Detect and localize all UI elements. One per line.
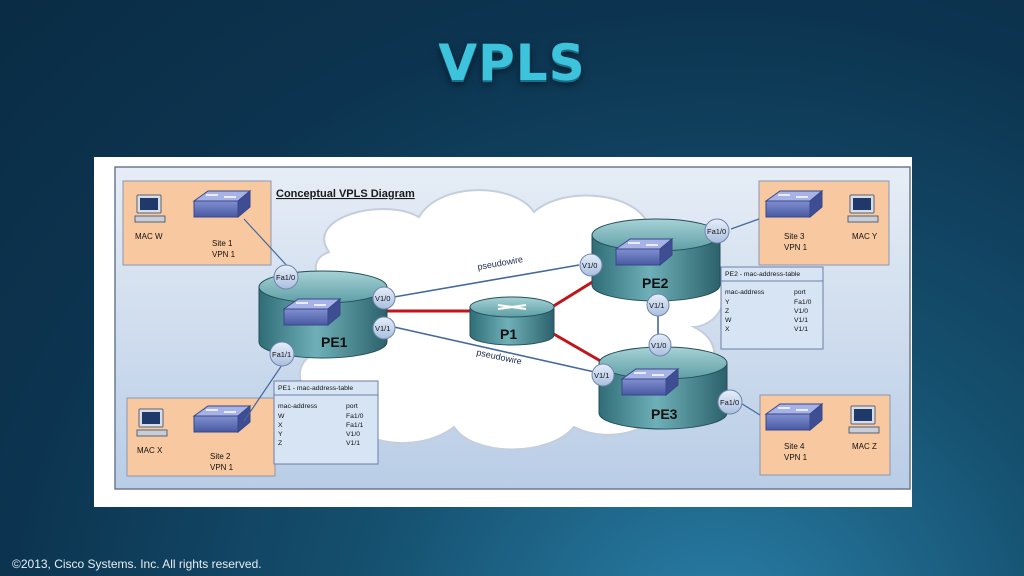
site-3-box: Site 3 VPN 1 MAC Y [758, 180, 890, 266]
pe1-table-col2: port [346, 403, 358, 410]
switch-icon [193, 190, 251, 218]
table-cell: Z [725, 308, 729, 315]
site-2-mac: MAC X [137, 446, 163, 455]
svg-text:V1/0: V1/0 [651, 341, 666, 350]
pe1-label: PE1 [321, 334, 348, 350]
site-3-vpn: VPN 1 [784, 243, 808, 252]
table-cell: Fa1/1 [346, 422, 364, 429]
svg-text:V1/1: V1/1 [594, 371, 609, 380]
port-pe3-v11: V1/1 [591, 363, 615, 387]
switch-icon [615, 238, 673, 266]
pc-icon [136, 408, 168, 437]
vpls-diagram: Conceptual VPLS Diagram MAC W Site 1 VPN… [94, 157, 912, 507]
table-cell: W [278, 413, 285, 420]
table-cell: Fa1/0 [346, 413, 364, 420]
site-4-mac: MAC Z [852, 442, 877, 451]
pe2-table-title: PE2 - mac-address-table [725, 271, 800, 278]
pe3-label: PE3 [651, 406, 678, 422]
pe2-table-col1: mac-address [725, 289, 765, 296]
svg-text:Fa1/0: Fa1/0 [720, 398, 739, 407]
pe1-table-col1: mac-address [278, 403, 318, 410]
switch-icon [283, 298, 341, 326]
site-2-box: MAC X Site 2 VPN 1 [126, 397, 276, 477]
port-pe2-v10: V1/0 [579, 253, 603, 277]
ports: Fa1/0 Fa1/1 V1/0 V1/1 Fa1/0 V1/0 V1/1 V [269, 218, 743, 415]
vpls-diagram-canvas: Conceptual VPLS Diagram MAC W Site 1 VPN… [114, 166, 911, 490]
pe2-table-col2: port [794, 289, 806, 296]
site-1-name: Site 1 [212, 239, 233, 248]
pc-icon [848, 405, 880, 434]
site-3-name: Site 3 [784, 232, 805, 241]
port-pe2-fa10: Fa1/0 [704, 218, 730, 244]
access-links [243, 218, 761, 422]
port-pe1-fa11: Fa1/1 [269, 341, 295, 367]
switch-icon [765, 190, 823, 218]
port-pe1-v10: V1/0 [372, 286, 396, 310]
svg-text:Fa1/0: Fa1/0 [276, 273, 295, 282]
table-cell: Fa1/0 [794, 299, 812, 306]
svg-text:V1/0: V1/0 [582, 261, 597, 270]
port-pe3-fa10: Fa1/0 [717, 389, 743, 415]
site-2-name: Site 2 [210, 452, 231, 461]
table-cell: Z [278, 440, 282, 447]
table-cell: X [278, 422, 283, 429]
pe2-mac-table: PE2 - mac-address-table mac-address port… [720, 266, 824, 350]
site-3-mac: MAC Y [852, 232, 878, 241]
svg-text:V1/0: V1/0 [375, 294, 390, 303]
port-pe1-v11: V1/1 [372, 316, 396, 340]
table-cell: V1/1 [346, 440, 360, 447]
site-2-vpn: VPN 1 [210, 463, 234, 472]
core-links [382, 279, 605, 365]
pe1-mac-table: PE1 - mac-address-table mac-address port… [273, 380, 379, 465]
p1-label: P1 [500, 326, 517, 342]
pe2-router: PE2 [591, 218, 721, 302]
site-4-vpn: VPN 1 [784, 453, 808, 462]
port-pe1-fa10: Fa1/0 [273, 264, 299, 290]
pe3-router: PE3 [598, 346, 728, 430]
slide-title: VPLS [438, 34, 586, 92]
table-cell: V1/0 [346, 431, 360, 438]
switch-icon [765, 403, 823, 431]
diagram-heading: Conceptual VPLS Diagram [276, 188, 415, 200]
table-cell: W [725, 317, 732, 324]
table-cell: Y [278, 431, 283, 438]
site-1-mac: MAC W [135, 232, 163, 241]
svg-text:Fa1/1: Fa1/1 [272, 350, 291, 359]
table-cell: Y [725, 299, 730, 306]
pc-icon [847, 194, 879, 223]
table-cell: V1/0 [794, 308, 808, 315]
site-4-box: Site 4 VPN 1 MAC Z [759, 394, 891, 476]
site-1-vpn: VPN 1 [212, 250, 236, 259]
svg-text:V1/1: V1/1 [649, 301, 664, 310]
copyright-footer: ©2013, Cisco Systems. Inc. All rights re… [12, 557, 262, 571]
table-cell: V1/1 [794, 326, 808, 333]
port-pe2-v11: V1/1 [646, 293, 670, 317]
svg-text:Fa1/0: Fa1/0 [707, 227, 726, 236]
site-1-box: MAC W Site 1 VPN 1 [122, 180, 272, 266]
svg-text:V1/1: V1/1 [375, 324, 390, 333]
site-4-name: Site 4 [784, 442, 805, 451]
pe1-table-title: PE1 - mac-address-table [278, 385, 353, 392]
port-pe3-v10: V1/0 [648, 333, 672, 357]
table-cell: V1/1 [794, 317, 808, 324]
pe2-label: PE2 [642, 275, 669, 291]
switch-icon [193, 405, 251, 433]
p1-router: P1 [469, 296, 555, 346]
table-cell: X [725, 326, 730, 333]
pc-icon [134, 194, 166, 223]
switch-icon [621, 368, 679, 396]
